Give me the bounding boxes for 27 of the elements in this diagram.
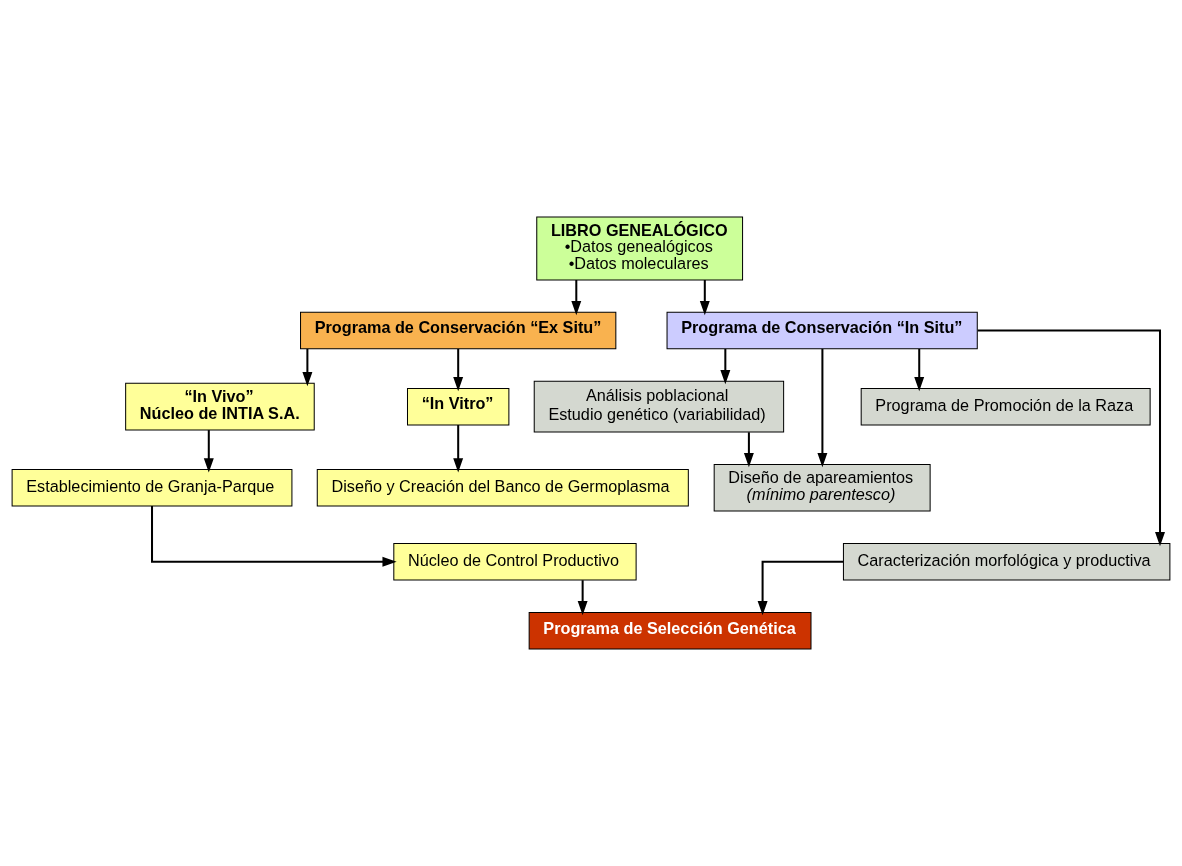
- arrow: [977, 329, 1165, 547]
- node-box: Programa de Conservación “Ex Situ”: [300, 311, 617, 350]
- arrow: [453, 425, 464, 473]
- node-box: Programa de Promoción de la Raza: [860, 387, 1151, 426]
- node-box: Diseño de apareamientos (mínimo parentesco): [713, 463, 931, 512]
- node-box: Diseño y Creación del Banco de Germoplasma: [316, 469, 689, 507]
- node-box: “In Vitro”: [407, 387, 510, 426]
- arrow: [743, 432, 754, 468]
- arrow: [151, 506, 397, 567]
- arrow: [203, 430, 214, 473]
- node-box: Caracterización morfológica y productiva: [842, 543, 1171, 581]
- arrow: [577, 580, 588, 616]
- arrow: [699, 280, 710, 316]
- arrow: [817, 348, 828, 468]
- node-box: Establecimiento de Granja-Parque: [11, 469, 293, 507]
- arrow: [302, 349, 313, 387]
- node-box: “In Vivo” Núcleo de INTIA S.A.: [125, 382, 315, 431]
- arrow: [914, 349, 925, 392]
- node-box: LIBRO GENEALÓGICO •Datos genealógicos •Datos moleculares: [536, 216, 744, 281]
- node-box: Programa de Conservación “In Situ”: [666, 311, 978, 350]
- arrow: [571, 280, 582, 316]
- node-box: Programa de Selección Genética: [528, 611, 812, 650]
- arrow: [757, 560, 844, 616]
- node-box: Análisis poblacional Estudio genético (variabilidad): [533, 380, 785, 433]
- arrow: [720, 349, 731, 385]
- node-box: Núcleo de Control Productivo: [393, 543, 637, 581]
- arrow: [453, 349, 464, 392]
